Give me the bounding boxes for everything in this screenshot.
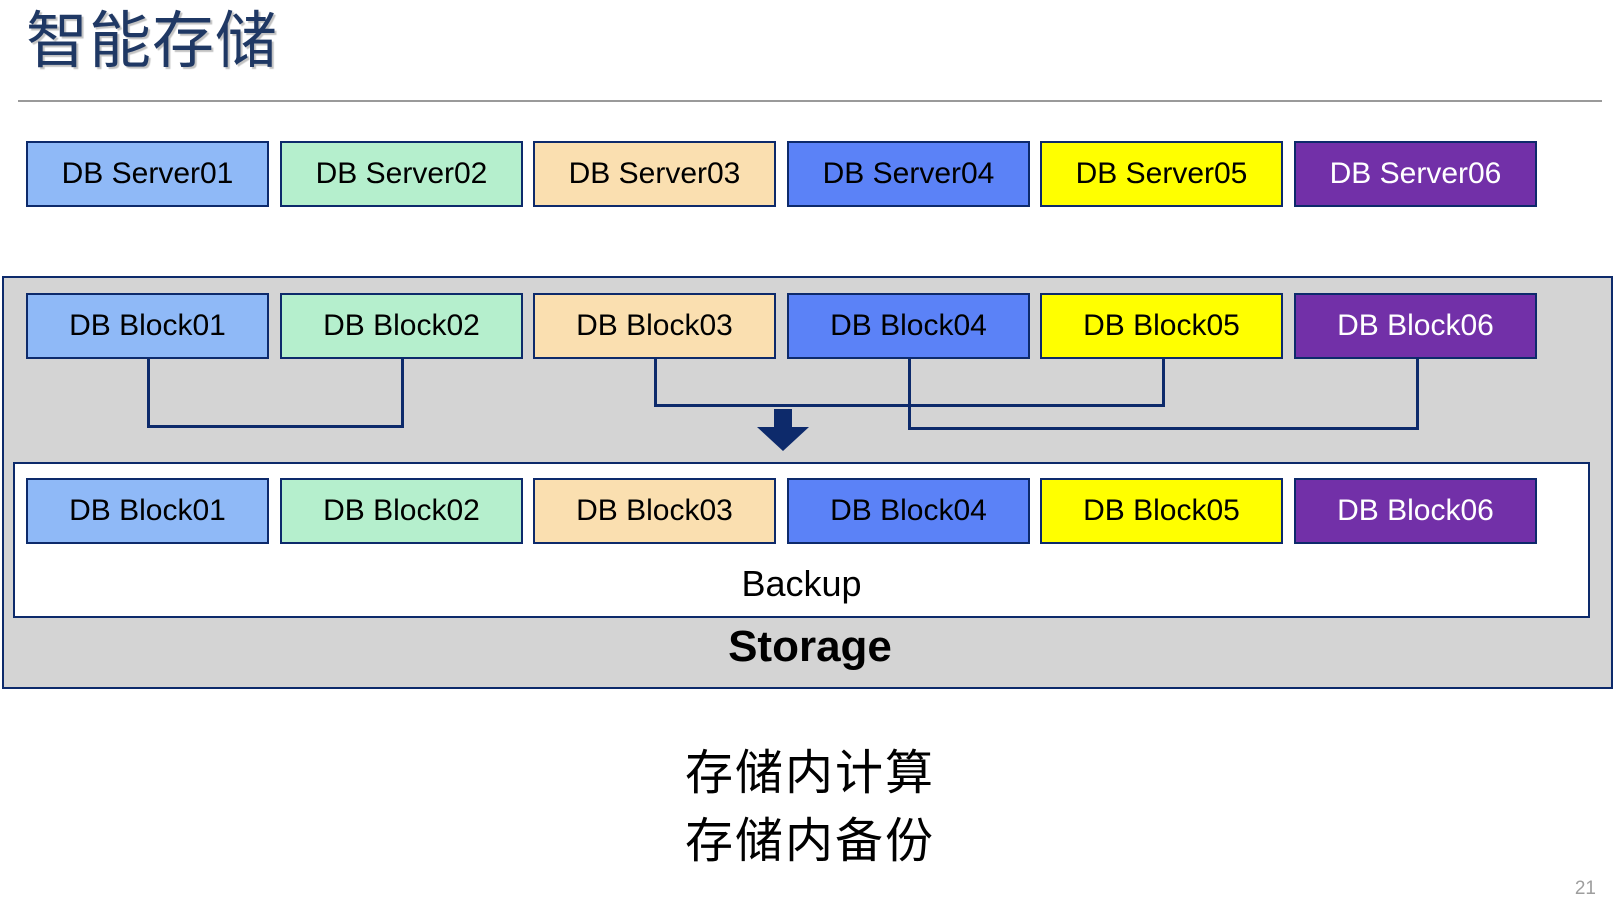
db-block-backup-label: DB Block05 bbox=[1083, 494, 1240, 527]
db-block-backup-3: DB Block03 bbox=[533, 478, 776, 544]
db-server-5: DB Server05 bbox=[1040, 141, 1283, 207]
db-server-6: DB Server06 bbox=[1294, 141, 1537, 207]
db-block-backup-5: DB Block05 bbox=[1040, 478, 1283, 544]
db-block-backup-label: DB Block04 bbox=[830, 494, 987, 527]
connector-block01-block02-left-stem bbox=[147, 359, 150, 425]
db-block-source-label: DB Block06 bbox=[1337, 309, 1494, 342]
db-block-source-6: DB Block06 bbox=[1294, 293, 1537, 359]
db-block-source-2: DB Block02 bbox=[280, 293, 523, 359]
backup-label: Backup bbox=[741, 563, 862, 604]
db-block-source-label: DB Block03 bbox=[576, 309, 733, 342]
db-server-label: DB Server05 bbox=[1075, 157, 1248, 190]
db-server-1: DB Server01 bbox=[26, 141, 269, 207]
db-server-2: DB Server02 bbox=[280, 141, 523, 207]
db-server-4: DB Server04 bbox=[787, 141, 1030, 207]
db-server-3: DB Server03 bbox=[533, 141, 776, 207]
db-block-backup-2: DB Block02 bbox=[280, 478, 523, 544]
connector-block03-block05-left-stem bbox=[654, 359, 657, 404]
connector-block01-block02-right-stem bbox=[401, 359, 404, 425]
connector-block04-block06-left-stem bbox=[908, 359, 911, 427]
title-divider bbox=[18, 100, 1602, 102]
db-server-label: DB Server01 bbox=[61, 157, 234, 190]
db-block-source-label: DB Block04 bbox=[830, 309, 987, 342]
storage-label: Storage bbox=[728, 622, 892, 671]
db-block-source-label: DB Block01 bbox=[69, 309, 226, 342]
connector-block01-block02-crossbar bbox=[147, 425, 404, 428]
db-block-source-3: DB Block03 bbox=[533, 293, 776, 359]
db-block-source-label: DB Block02 bbox=[323, 309, 480, 342]
connector-block04-block06-crossbar bbox=[908, 427, 1419, 430]
db-block-source-4: DB Block04 bbox=[787, 293, 1030, 359]
db-block-backup-label: DB Block03 bbox=[576, 494, 733, 527]
connector-block03-block05-right-stem bbox=[1162, 359, 1165, 404]
db-block-backup-label: DB Block06 bbox=[1337, 494, 1494, 527]
down-arrow-icon bbox=[757, 409, 809, 451]
db-block-backup-label: DB Block01 bbox=[69, 494, 226, 527]
db-block-backup-1: DB Block01 bbox=[26, 478, 269, 544]
db-server-label: DB Server03 bbox=[568, 157, 741, 190]
db-block-source-label: DB Block05 bbox=[1083, 309, 1240, 342]
page-number: 21 bbox=[1574, 878, 1596, 899]
caption-in-storage-backup: 存储内备份 bbox=[684, 815, 935, 868]
db-server-label: DB Server02 bbox=[315, 157, 488, 190]
db-block-source-1: DB Block01 bbox=[26, 293, 269, 359]
db-block-backup-6: DB Block06 bbox=[1294, 478, 1537, 544]
db-server-label: DB Server04 bbox=[822, 157, 995, 190]
caption-in-storage-compute: 存储内计算 bbox=[684, 747, 935, 800]
db-block-backup-4: DB Block04 bbox=[787, 478, 1030, 544]
db-block-source-5: DB Block05 bbox=[1040, 293, 1283, 359]
db-server-label: DB Server06 bbox=[1329, 157, 1502, 190]
connector-block04-block06-right-stem bbox=[1416, 359, 1419, 427]
db-block-backup-label: DB Block02 bbox=[323, 494, 480, 527]
page-title: 智能存储 bbox=[26, 7, 279, 76]
